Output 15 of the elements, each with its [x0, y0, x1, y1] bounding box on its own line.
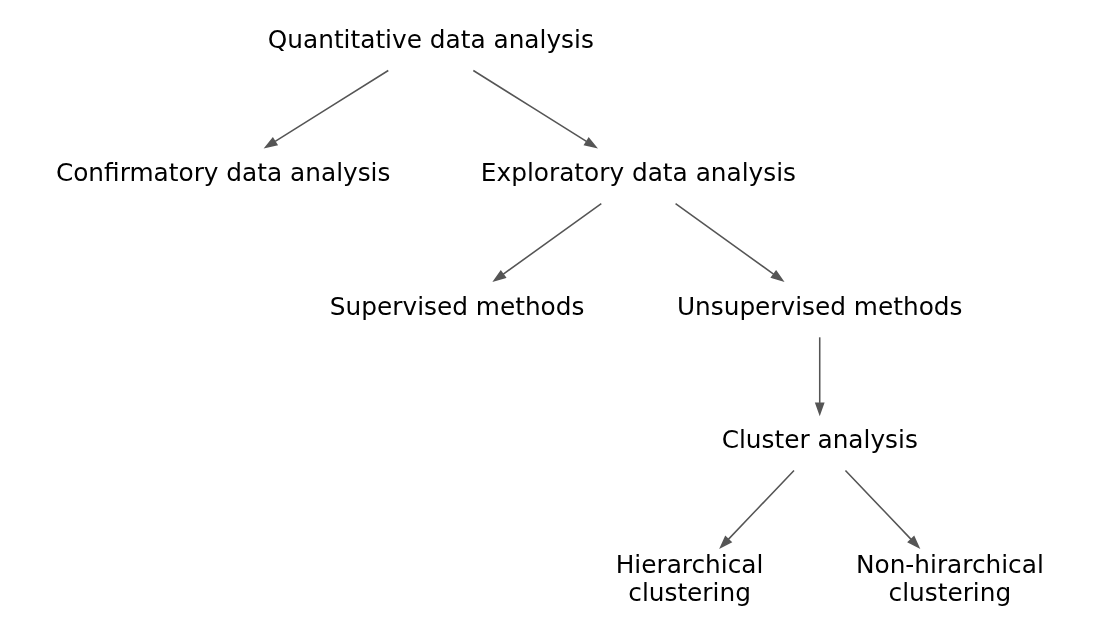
arrow — [472, 69, 598, 149]
arrow — [263, 69, 389, 149]
node-text: Exploratory data analysis — [480, 158, 796, 188]
node-text: Unsupervised methods — [676, 291, 963, 321]
node-text: Supervised methods — [329, 291, 584, 321]
node-text: Non-hirarchical clustering — [855, 550, 1044, 608]
arrow — [814, 336, 825, 417]
arrow — [491, 202, 602, 282]
node-text: Confirmatory data analysis — [55, 158, 390, 188]
node-text: Cluster analysis — [721, 424, 918, 454]
arrow — [674, 202, 785, 282]
node-text: Hierarchical clustering — [615, 550, 763, 608]
arrow — [718, 469, 795, 550]
node-text: Quantitative data analysis — [267, 25, 594, 55]
arrow — [844, 469, 920, 550]
